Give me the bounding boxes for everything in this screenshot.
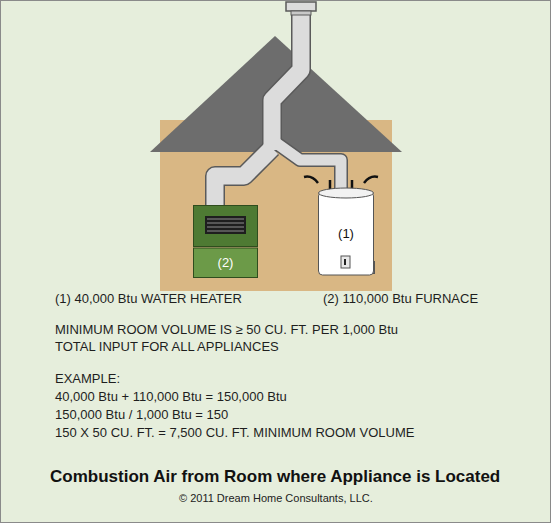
chimney-collar <box>291 11 311 15</box>
legend-note: (1) 40,000 Btu WATER HEATER <box>55 291 242 306</box>
caption: Combustion Air from Room where Appliance… <box>50 467 500 487</box>
furnace-lower <box>194 248 258 278</box>
grille-slat <box>207 222 244 224</box>
formula-text: 40,000 Btu + 110,000 Btu = 150,000 Btu <box>55 389 287 404</box>
formula-text: 150,000 Btu / 1,000 Btu = 150 <box>55 407 228 422</box>
heater-tank <box>319 192 374 275</box>
callout-number: (2) <box>193 255 258 270</box>
heater-top <box>319 188 374 198</box>
vent-right-outline <box>272 140 341 190</box>
vent-left-outline <box>215 148 272 206</box>
water-lines <box>304 177 378 183</box>
copyright-note: © 2011 Dream Home Consultants, LLC. <box>179 492 373 505</box>
formula-text: MINIMUM ROOM VOLUME IS ≥ 50 CU. FT. PER … <box>55 322 398 337</box>
formula-text: 150 X 50 CU. FT. = 7,500 CU. FT. MINIMUM… <box>55 425 414 440</box>
furnace-upper <box>194 206 258 247</box>
vent-left <box>215 148 272 206</box>
legend-note: (2) 110,000 Btu FURNACE <box>323 291 478 306</box>
heater-valve <box>344 259 346 265</box>
grille-slat <box>207 230 244 232</box>
grille-slat <box>207 226 244 228</box>
formula-text: TOTAL INPUT FOR ALL APPLIANCES <box>55 339 279 354</box>
furnace-grille <box>205 216 246 234</box>
water-heater: (1) <box>318 186 374 276</box>
furnace-box: (2) <box>193 205 258 278</box>
callout-number: (1) <box>318 226 374 241</box>
formula-text: EXAMPLE: <box>55 371 120 386</box>
chimney-cap <box>286 2 316 11</box>
vent-main-outline <box>272 12 301 150</box>
grille-slat <box>207 218 244 220</box>
heater-control <box>341 256 350 268</box>
vent-main <box>272 12 301 150</box>
vent-pipes <box>215 12 341 206</box>
vent-right <box>272 140 341 190</box>
